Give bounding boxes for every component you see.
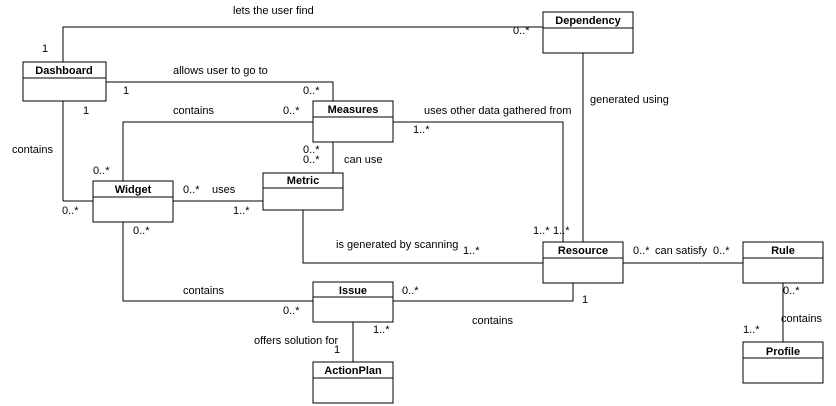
label-contains-rule-profile: contains [781,313,822,325]
class-rule-name: Rule [771,245,795,257]
mult-measures-resource-1n: 1..* [413,124,430,136]
mult-widget-uses-0n: 0..* [183,184,200,196]
class-issue[interactable]: Issue [312,281,394,323]
mult-issue-widget-0n: 0..* [283,305,300,317]
mult-widget-left-0n: 0..* [62,205,79,217]
class-measures-name: Measures [328,104,379,116]
label-contains-resource-issue: contains [472,315,513,327]
edge-metric-resource [302,210,543,264]
label-generated-using: generated using [590,94,669,106]
association-lines [62,26,784,362]
mult-resource-measures-1n: 1..* [533,225,550,237]
edge-resource-issue [393,283,574,302]
mult-rule-profile-0n: 0..* [783,285,800,297]
mult-measures-widget-0n: 0..* [283,105,300,117]
class-profile[interactable]: Profile [742,341,824,384]
class-measures[interactable]: Measures [312,100,394,143]
class-widget[interactable]: Widget [92,180,174,223]
mult-issue-resource-0n: 0..* [402,285,419,297]
mult-rule-resource-0n: 0..* [713,245,730,257]
mult-measures-metric-a: 0..* [303,144,320,156]
class-resource[interactable]: Resource [542,241,624,284]
label-uses-other-data: uses other data gathered from [424,105,571,117]
class-widget-name: Widget [115,184,152,196]
label-contains-dashboard-widget: contains [12,144,53,156]
label-allows-go-to: allows user to go to [173,65,268,77]
class-metric-name: Metric [287,175,319,187]
label-can-satisfy: can satisfy [655,245,707,257]
mult-dashboard-1-bottom: 1 [83,105,89,117]
class-issue-name: Issue [339,285,367,297]
multiplicity-labels: 1 0..* 1 0..* 1 0..* 1..* 0..* 0..* 0..*… [42,25,800,356]
class-dashboard-name: Dashboard [35,65,92,77]
class-actionplan[interactable]: ActionPlan [312,361,394,404]
mult-metric-resource-1n: 1..* [463,245,480,257]
edge-dashboard-measures [106,81,334,101]
mult-dependency-0n: 0..* [513,25,530,37]
mult-profile-rule-1n: 1..* [743,324,760,336]
mult-dashboard-measures-1: 1 [123,85,129,97]
edge-measures-widget [122,121,313,181]
label-lets-user-find: lets the user find [233,5,314,17]
label-contains-dashboard-measures: contains [173,105,214,117]
mult-measures-metric-b: 0..* [303,154,320,166]
class-dependency[interactable]: Dependency [542,11,634,54]
mult-actionplan-issue-1: 1 [334,344,340,356]
label-contains-widget-issue: contains [183,285,224,297]
class-dependency-name: Dependency [555,15,621,27]
class-rule[interactable]: Rule [742,241,824,284]
class-dashboard[interactable]: Dashboard [22,61,107,102]
class-resource-name: Resource [558,245,608,257]
class-actionplan-name: ActionPlan [324,365,382,377]
mult-resource-issue-1: 1 [582,294,588,306]
edge-widget-issue [122,222,313,302]
association-labels: lets the user find allows user to go to … [12,5,822,347]
mult-measures-dashboard-0n: 0..* [303,85,320,97]
mult-metric-uses-1n: 1..* [233,205,250,217]
mult-resource-rule-0n: 0..* [633,245,650,257]
mult-widget-top-0n: 0..* [93,165,110,177]
class-profile-name: Profile [766,346,800,358]
label-offers-solution: offers solution for [254,335,339,347]
mult-widget-bottom-0n: 0..* [133,225,150,237]
mult-resource-top-1n: 1..* [553,225,570,237]
edge-measures-resource [393,121,564,242]
edge-dashboard-dependency [62,26,543,62]
label-can-use: can use [344,154,383,166]
mult-dashboard-dependency-1: 1 [42,43,48,55]
mult-issue-actionplan-1n: 1..* [373,324,390,336]
label-generated-by-scanning: is generated by scanning [336,239,458,251]
label-uses: uses [212,184,236,196]
class-metric[interactable]: Metric [262,172,344,211]
